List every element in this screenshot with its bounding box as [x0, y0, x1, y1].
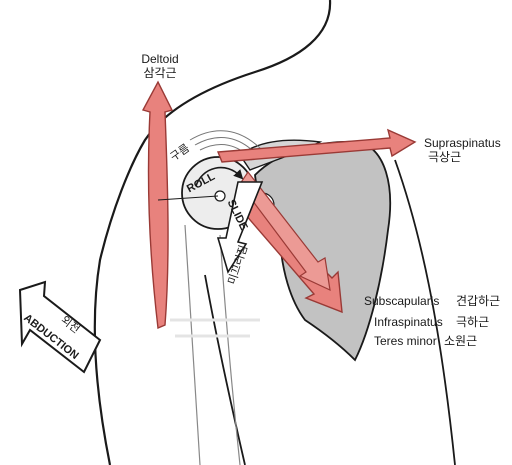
teres-minor-label-en: Teres minor	[374, 334, 437, 348]
supraspinatus-label-en: Supraspinatus	[424, 136, 501, 150]
deltoid-label-ko: 삼각근	[143, 66, 177, 80]
supraspinatus-label-ko: 극상근	[428, 150, 462, 164]
humerus-shaft-outline	[184, 224, 241, 465]
roll-arrow	[195, 166, 244, 187]
torso-outline	[394, 159, 456, 465]
supraspinatus-muscle	[216, 128, 417, 163]
faint-background-marks	[170, 318, 260, 338]
deltoid-force-line	[157, 195, 219, 201]
subscapularis-label-en: Subscapularis	[364, 294, 440, 308]
infraspinatus-label-ko: 극하근	[456, 315, 490, 329]
scapula	[254, 140, 392, 362]
slide-arrow	[216, 181, 264, 274]
deltoid-label-en: Deltoid	[141, 52, 179, 66]
subscapularis-label-ko: 견갑하근	[456, 294, 501, 308]
teres-minor-label-ko: 소원근	[444, 334, 478, 348]
infraspinatus-label-en: Infraspinatus	[374, 315, 443, 329]
arm-inner-outline	[204, 274, 246, 465]
deltoid-muscle	[141, 80, 174, 330]
abduction-arrow	[18, 280, 102, 374]
